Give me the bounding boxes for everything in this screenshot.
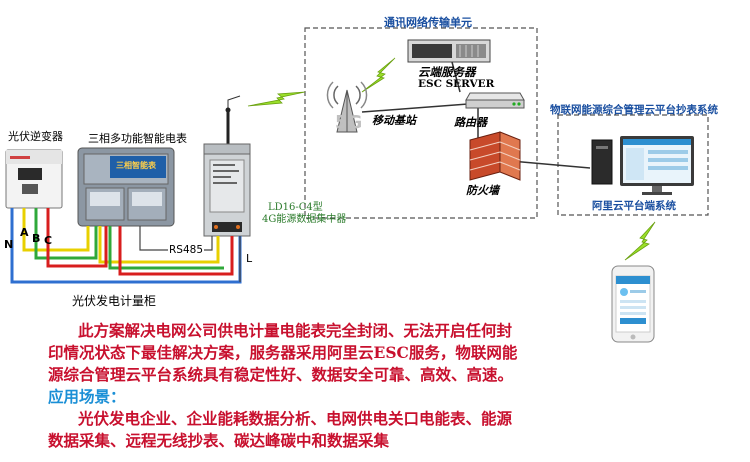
meter-device — [77, 147, 175, 227]
esc-server-label: ESC SERVER — [418, 78, 495, 90]
cabinet-label: 光伏发电计量柜 — [72, 294, 157, 308]
computer-icon — [591, 136, 694, 195]
description-line: 此方案解决电网公司供电计量电能表完全封闭、无法开启任何封 — [78, 321, 513, 340]
inverter-device — [5, 149, 63, 209]
terminal-l-label: L — [246, 252, 253, 265]
collector-device — [203, 143, 251, 237]
firewall-label: 防火墙 — [466, 184, 499, 197]
cloud-terminal-label: 阿里云平台端系统 — [592, 200, 676, 212]
collector-model-label: LD16-C4型 — [268, 202, 323, 213]
wire-b-label: B — [32, 232, 41, 245]
phone-icon — [611, 265, 655, 343]
wire-a-label: A — [20, 226, 29, 239]
wire-c-label: C — [44, 234, 53, 247]
meter-screen-label: 三相智能表 — [116, 160, 156, 170]
base-station-icon — [326, 81, 368, 133]
description-block: 此方案解决电网公司供电计量电能表完全封闭、无法开启任何封 印情况状态下最佳解决方… — [48, 320, 608, 386]
description-line: 源综合管理云平台系统具有稳定性好、数据安全可靠、高效、高速。 — [48, 365, 514, 384]
wire-n-label: N — [4, 238, 14, 251]
rs485-label: RS485 — [168, 244, 205, 256]
mobile-bolt-icon — [624, 221, 656, 261]
scene-line: 数据采集、远程无线抄表、碳达峰碳中和数据采集 — [48, 431, 390, 450]
server-label: 云端服务器 — [418, 65, 476, 79]
five-g-label: 5G — [335, 112, 363, 133]
network-unit-title: 通讯网络传输单元 — [384, 16, 472, 29]
router-icon — [465, 92, 525, 109]
scene-block: 应用场景： 光伏发电企业、企业能耗数据分析、电网供电关口电能表、能源 数据采集、… — [48, 386, 608, 452]
description-line: 印情况状态下最佳解决方案，服务器采用阿里云ESC服务，物联网能 — [48, 343, 518, 362]
scene-title: 应用场景： — [48, 387, 126, 406]
inverter-label: 光伏逆变器 — [8, 130, 63, 143]
antenna-bolt-icon — [247, 91, 306, 107]
meter-label: 三相多功能智能电表 — [88, 132, 187, 145]
iot-system-title: 物联网能源综合管理云平台抄表系统 — [550, 104, 718, 116]
wireless-bolt-icon — [361, 57, 396, 93]
firewall-icon — [469, 131, 521, 181]
scene-line: 光伏发电企业、企业能耗数据分析、电网供电关口电能表、能源 — [78, 409, 513, 428]
antenna-icon — [225, 107, 231, 144]
base-station-label: 移动基站 — [372, 114, 416, 127]
network-unit-box — [304, 27, 538, 219]
server-icon — [407, 39, 491, 63]
collector-desc-label: 4G能源数据集中器 — [262, 214, 347, 225]
router-label: 路由器 — [454, 116, 487, 129]
